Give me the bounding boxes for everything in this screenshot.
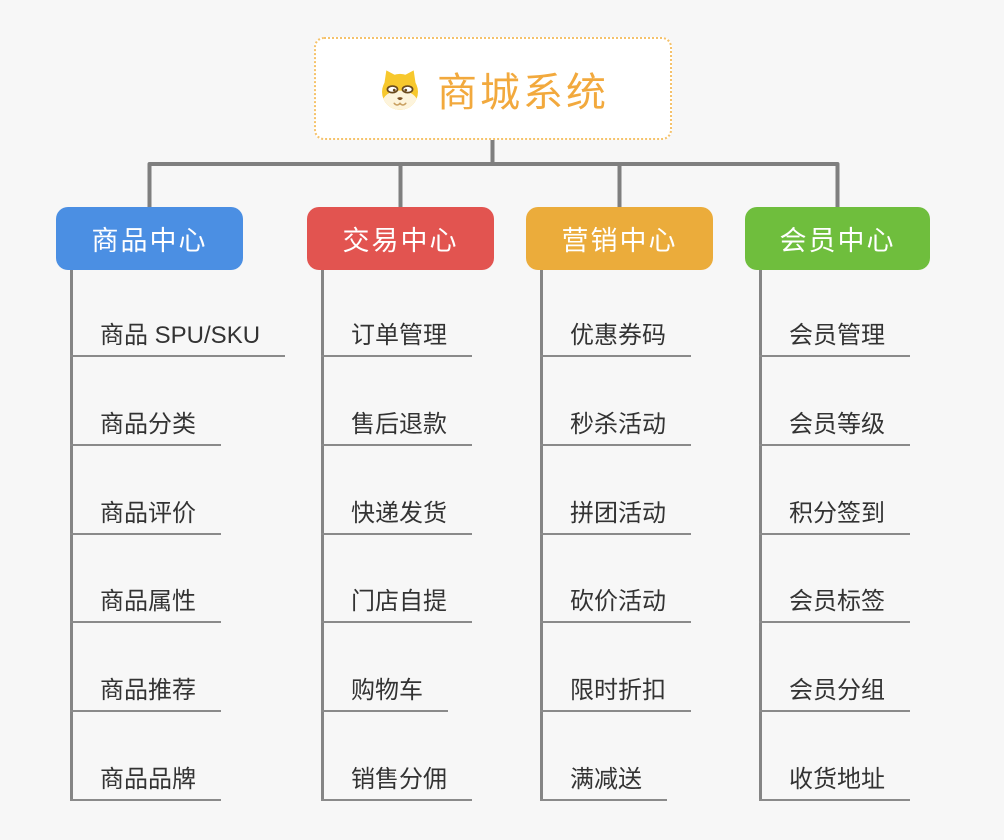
root-node[interactable]: 商城系统 [314,37,672,140]
sub-item[interactable]: 优惠券码 [540,321,691,357]
sub-item[interactable]: 商品属性 [70,587,221,623]
sub-item[interactable]: 收货地址 [759,765,910,801]
sub-item[interactable]: 会员管理 [759,321,910,357]
branch-label: 商品中心 [91,226,208,256]
sub-item[interactable]: 快递发货 [321,499,472,535]
sub-item[interactable]: 商品推荐 [70,676,221,712]
sub-item[interactable]: 限时折扣 [540,676,691,712]
sub-item[interactable]: 拼团活动 [540,499,691,535]
sub-item[interactable]: 商品分类 [70,410,221,446]
sub-item[interactable]: 购物车 [321,676,448,712]
dog-face-icon [382,69,418,110]
sub-item[interactable]: 售后退款 [321,410,472,446]
branch-box-marketing[interactable]: 营销中心 [526,207,713,270]
sub-item[interactable]: 满减送 [540,765,667,801]
sub-item[interactable]: 订单管理 [321,321,472,357]
sub-item[interactable]: 会员标签 [759,587,910,623]
branch-label: 交易中心 [342,226,459,256]
sub-item[interactable]: 秒杀活动 [540,410,691,446]
sub-item[interactable]: 积分签到 [759,499,910,535]
branch-label: 营销中心 [561,226,678,256]
sub-item[interactable]: 商品 SPU/SKU [70,321,286,357]
branch-box-trade[interactable]: 交易中心 [307,207,494,270]
sub-item[interactable]: 砍价活动 [540,587,691,623]
sub-item[interactable]: 销售分佣 [321,765,472,801]
branch-box-products[interactable]: 商品中心 [56,207,243,270]
root-title: 商城系统 [437,70,609,115]
sub-item[interactable]: 会员等级 [759,410,910,446]
sub-item[interactable]: 商品品牌 [70,765,221,801]
branch-label: 会员中心 [779,226,896,256]
sub-item[interactable]: 门店自提 [321,587,472,623]
sub-item[interactable]: 商品评价 [70,499,221,535]
branch-box-members[interactable]: 会员中心 [745,207,930,270]
sub-item[interactable]: 会员分组 [759,676,910,712]
